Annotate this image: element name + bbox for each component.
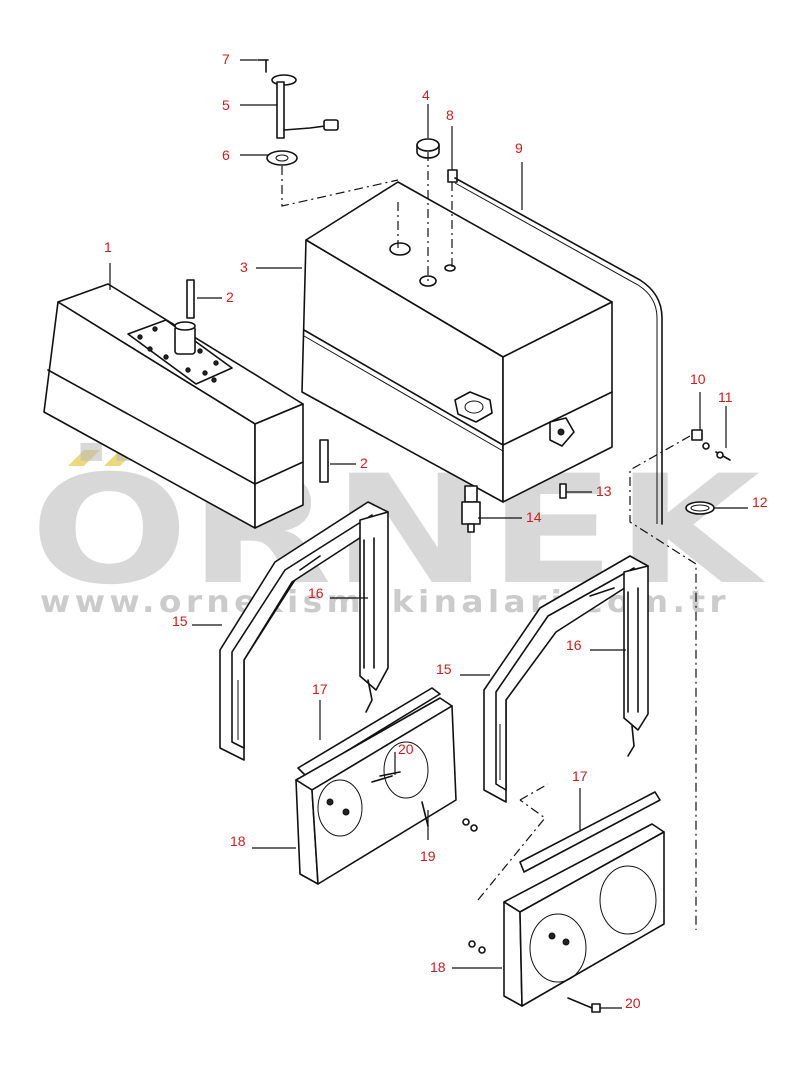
part-large-tank: [301, 181, 613, 503]
callout-10: 10: [690, 371, 706, 387]
part-bolt-hardware: [371, 775, 429, 827]
callout-20a: 20: [398, 741, 414, 757]
callout-13: 13: [596, 483, 612, 499]
part-mount-bracket-left: [295, 697, 478, 885]
callout-18b: 18: [430, 959, 446, 975]
watermark: ÖRNEK www.ornekismakinalari.com.tr: [30, 442, 766, 620]
callout-19: 19: [420, 848, 436, 864]
leader-lines: [109, 59, 748, 1009]
callout-12: 12: [752, 494, 768, 510]
callout-labels: 1 2 2 3 4 5 6 7 8 9 10 11 12 13 14 15 15…: [104, 51, 768, 1011]
callout-8: 8: [446, 107, 454, 123]
callout-20b: 20: [625, 995, 641, 1011]
callout-14: 14: [526, 509, 542, 525]
callout-11: 11: [718, 389, 733, 405]
callout-5: 5: [222, 97, 230, 113]
part-hose-clamp: [685, 501, 715, 515]
part-wear-strip-left: [297, 687, 441, 777]
callout-15b: 15: [436, 661, 452, 677]
part-support-frame-right: [483, 555, 649, 803]
part-fuel-sender: [257, 59, 339, 166]
callout-16a: 16: [308, 585, 324, 601]
callout-2b: 2: [360, 455, 368, 471]
part-gasket-strip: [186, 279, 329, 483]
part-vent-tube: [454, 177, 663, 525]
callout-3: 3: [240, 259, 248, 275]
watermark-accent-left: [68, 450, 100, 466]
callout-16b: 16: [566, 637, 582, 653]
callout-2a: 2: [226, 289, 234, 305]
callout-17a: 17: [312, 681, 328, 697]
callout-18a: 18: [230, 833, 246, 849]
callout-15a: 15: [172, 613, 188, 629]
callout-7: 7: [222, 51, 230, 67]
callout-6: 6: [222, 147, 230, 163]
callout-4: 4: [422, 87, 430, 103]
callout-17b: 17: [572, 768, 588, 784]
part-drain-valve: [461, 485, 481, 533]
part-support-frame-left: [219, 501, 389, 761]
part-drain-plug: [559, 483, 567, 499]
part-small-tank: [43, 283, 304, 529]
callout-1: 1: [104, 239, 112, 255]
part-wear-strip-right: [519, 791, 661, 873]
part-vent-fitting: [447, 169, 458, 183]
part-mount-bracket-right: [468, 823, 665, 1013]
assembly-lines: [281, 152, 697, 930]
callout-9: 9: [515, 140, 523, 156]
part-clamp-bolt: [691, 429, 731, 461]
part-filler-cap: [416, 138, 440, 159]
